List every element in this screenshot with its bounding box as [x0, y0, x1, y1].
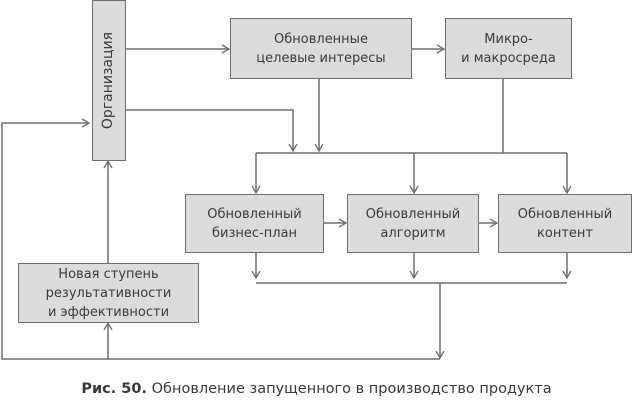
new-level-box: Новая ступень результативности и эффекти… — [18, 263, 199, 323]
target-interests-box: Обновленные целевые интересы — [230, 18, 412, 79]
algorithm-box: Обновленный алгоритм — [347, 194, 479, 253]
business-plan-label: Обновленный бизнес-план — [207, 206, 302, 241]
business-plan-box: Обновленный бизнес-план — [185, 194, 324, 253]
macro-env-box: Микро- и макросреда — [445, 18, 572, 79]
target-interests-label: Обновленные целевые интересы — [256, 31, 386, 66]
algorithm-label: Обновленный алгоритм — [365, 206, 461, 241]
content-label: Обновленный контент — [517, 206, 613, 241]
new-level-label: Новая ступень результативности и эффекти… — [45, 266, 172, 320]
content-box: Обновленный контент — [498, 194, 632, 253]
macro-env-label: Микро- и макросреда — [461, 31, 556, 66]
organization-label: Организация — [100, 31, 117, 130]
figure-caption: Рис. 50. Обновление запущенного в произв… — [0, 381, 633, 397]
organization-box: Организация — [92, 0, 126, 161]
arrow-org-to-bus — [125, 109, 298, 153]
caption-text: Обновление запущенного в производство пр… — [147, 381, 552, 397]
caption-label: Рис. 50. — [81, 381, 147, 397]
feedback-line — [1, 118, 440, 360]
